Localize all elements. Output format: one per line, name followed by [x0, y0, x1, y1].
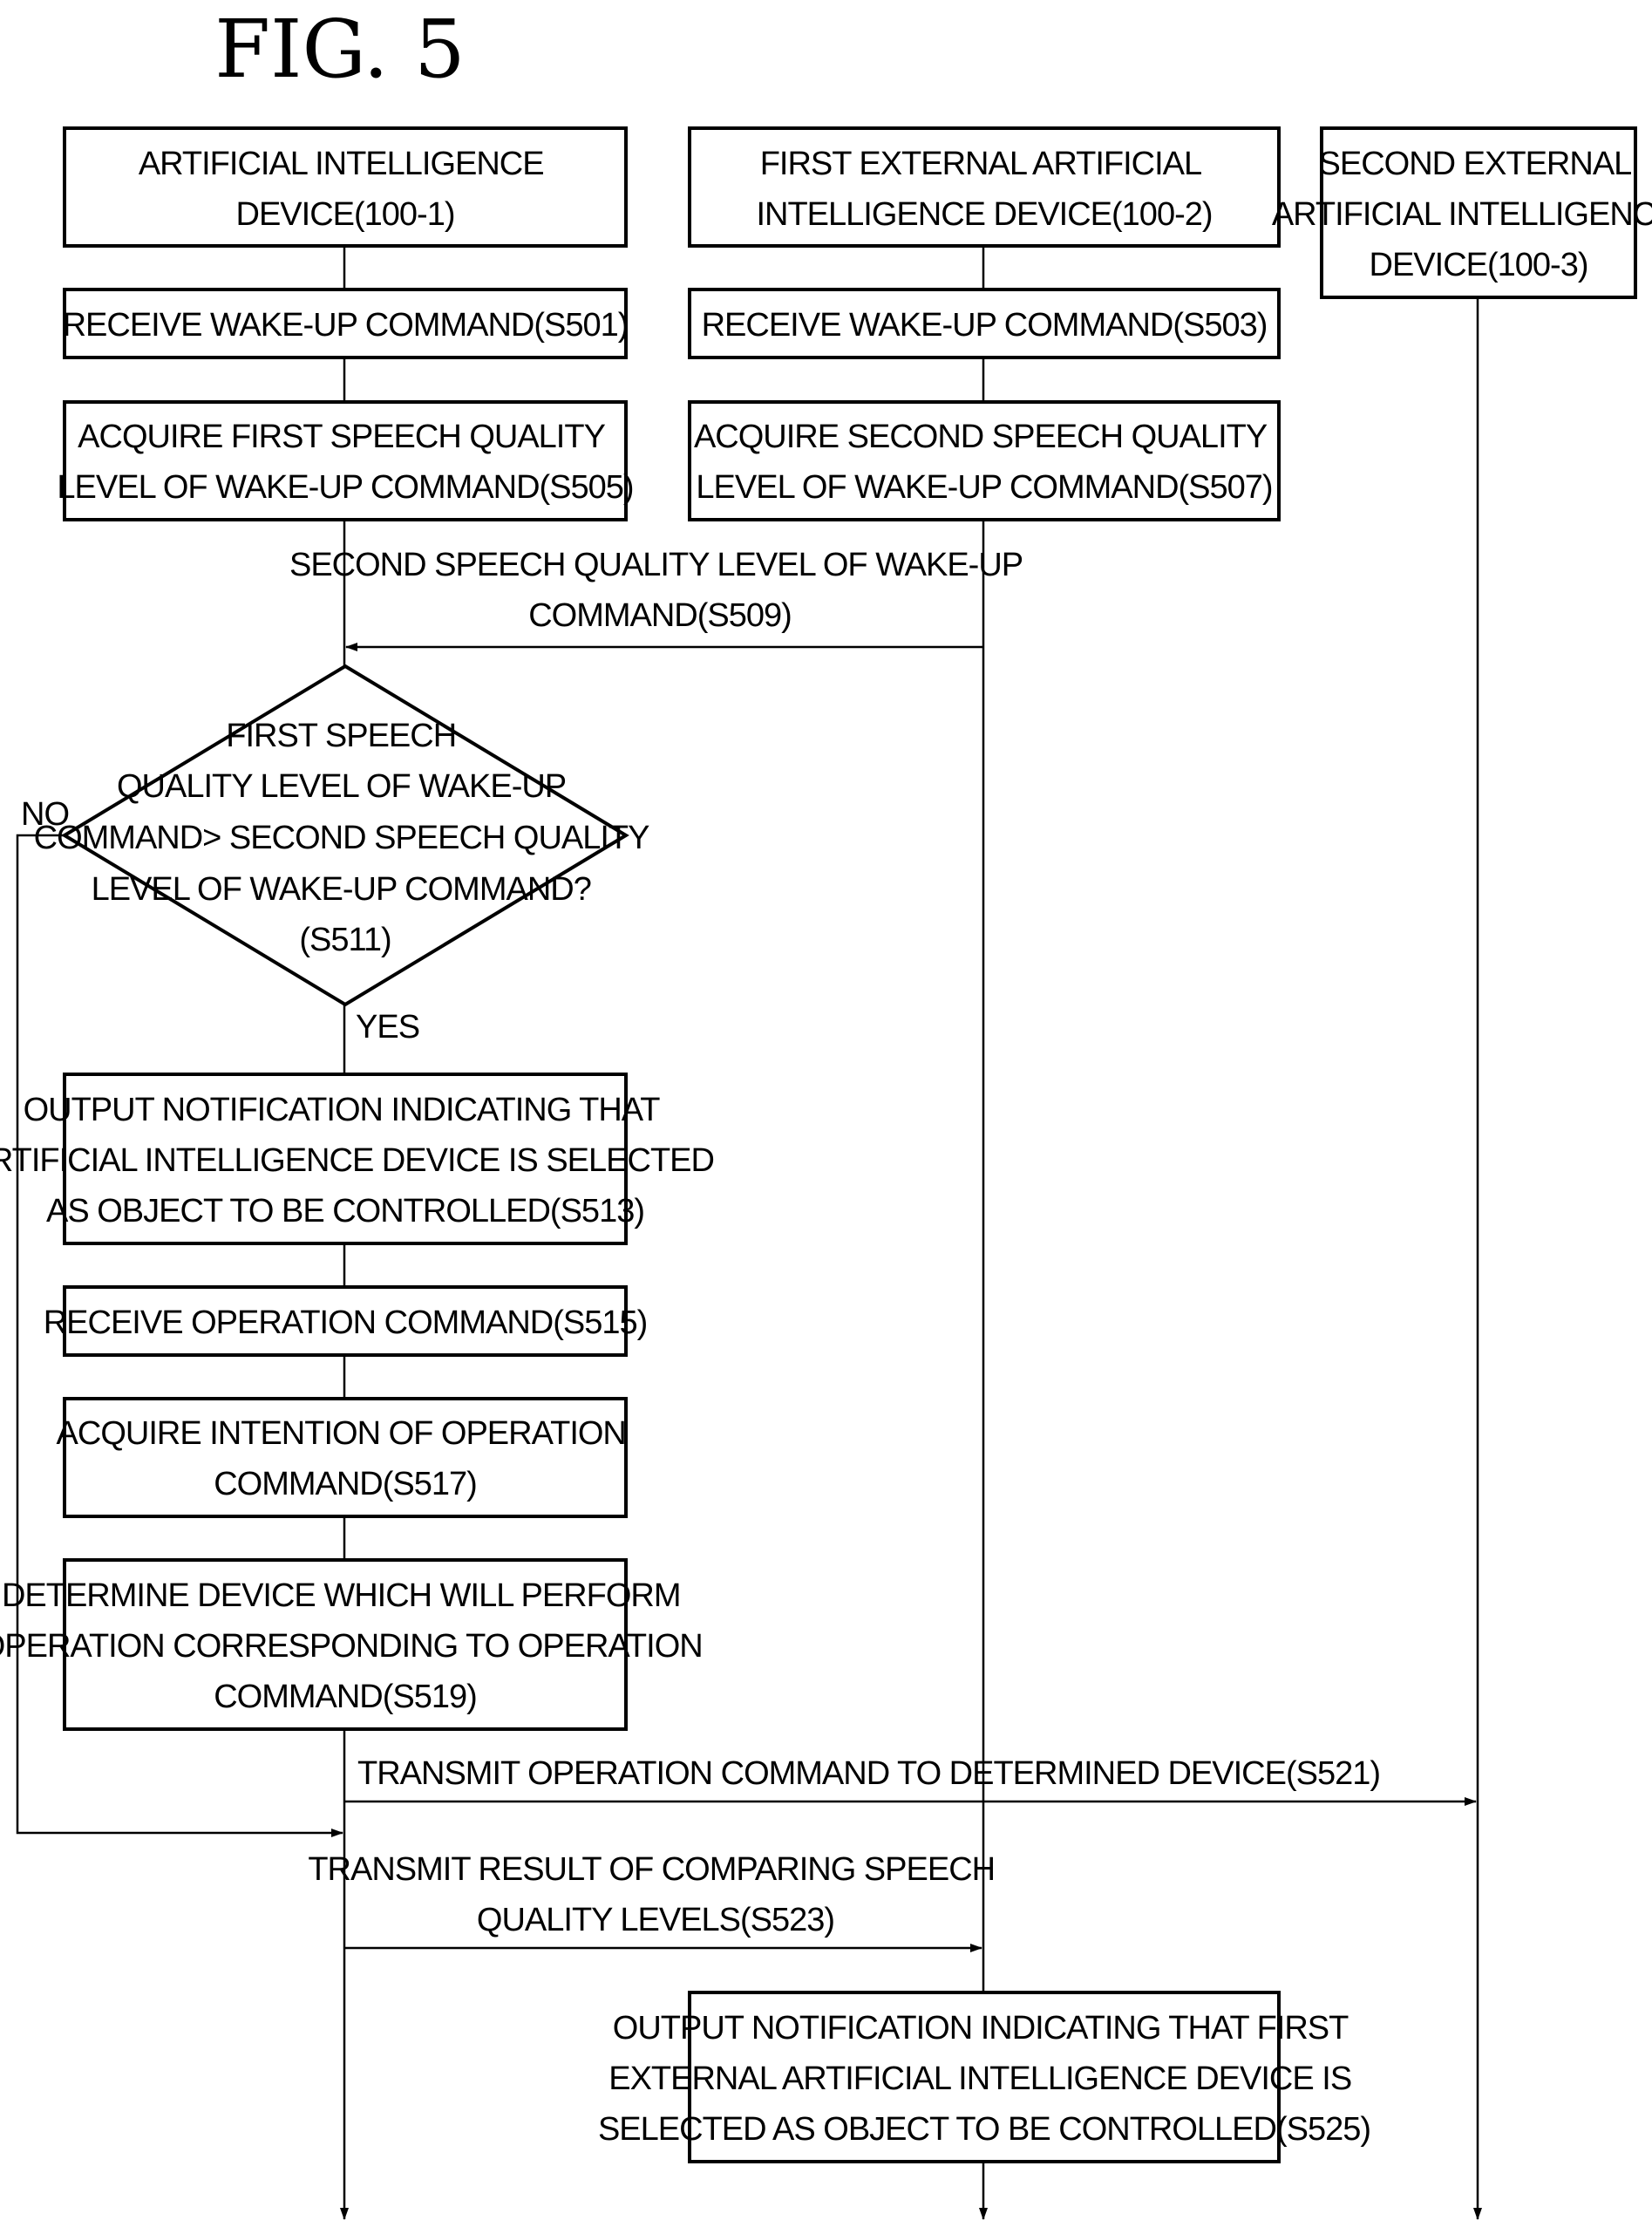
figure-title: FIG. 5 [214, 3, 465, 96]
step-s525-label: OUTPUT NOTIFICATION INDICATING THAT FIRS… [598, 2010, 1370, 2148]
step-s501-label: RECEIVE WAKE-UP COMMAND(S501) [63, 307, 629, 344]
decision-no-label: NO [21, 796, 69, 833]
decision-yes-label: YES [356, 1009, 419, 1045]
message-s523-label: TRANSMIT RESULT OF COMPARING SPEECH QUAL… [308, 1851, 1003, 1938]
message-s509-label: SECOND SPEECH QUALITY LEVEL OF WAKE-UP C… [289, 547, 1030, 634]
message-s521-label: TRANSMIT OPERATION COMMAND TO DETERMINED… [357, 1755, 1380, 1792]
step-s503-label: RECEIVE WAKE-UP COMMAND(S503) [702, 307, 1268, 344]
step-s515-label: RECEIVE OPERATION COMMAND(S515) [44, 1304, 648, 1341]
decision-s511-label: FIRST SPEECH QUALITY LEVEL OF WAKE-UP CO… [34, 718, 657, 958]
step-s513-label: OUTPUT NOTIFICATION INDICATING THAT ARTI… [0, 1092, 723, 1229]
